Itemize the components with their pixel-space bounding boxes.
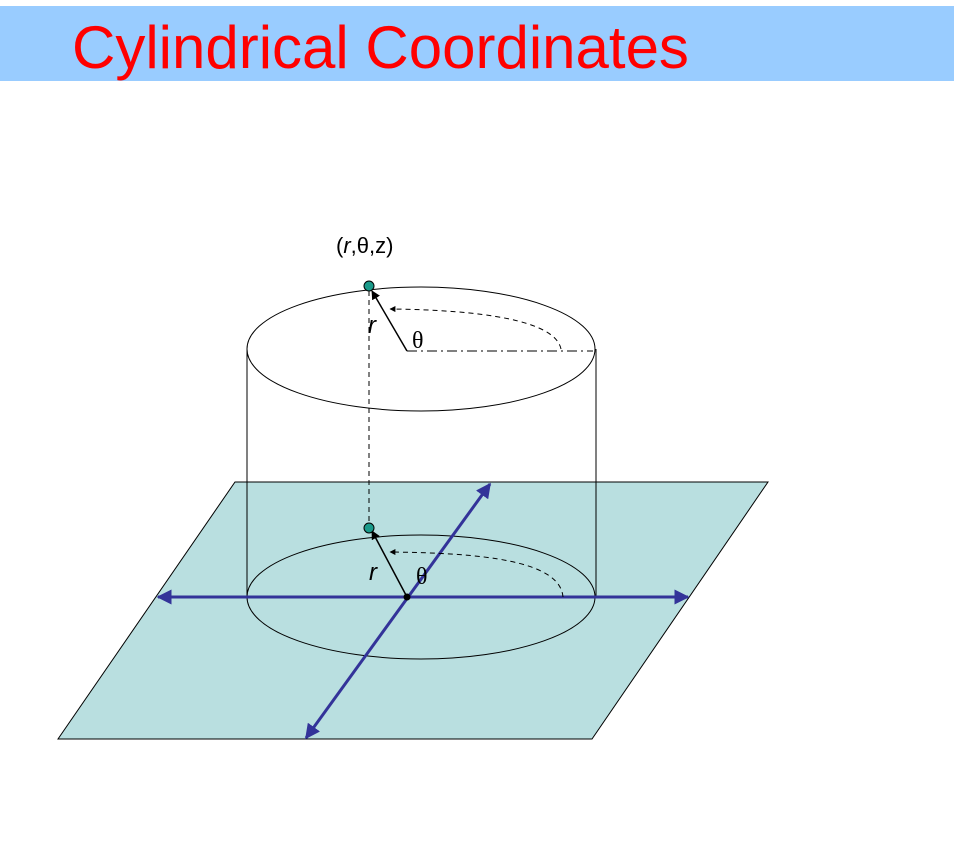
cylinder-top-ellipse bbox=[246, 286, 596, 412]
top-r-vector bbox=[371, 290, 408, 352]
top-r-label: r bbox=[368, 312, 377, 339]
bottom-theta-arc bbox=[389, 549, 564, 598]
bottom-theta-label: θ bbox=[416, 564, 428, 590]
bottom-r-label: r bbox=[369, 559, 378, 586]
top-theta-label: θ bbox=[412, 328, 424, 354]
y-axis bbox=[304, 482, 492, 740]
bottom-r-vector bbox=[371, 530, 408, 598]
slide-title: Cylindrical Coordinates bbox=[72, 14, 689, 81]
point-label: (r,θ,z) bbox=[336, 233, 393, 258]
bottom-point bbox=[363, 522, 375, 534]
xy-plane bbox=[57, 481, 769, 740]
title-bar: Cylindrical Coordinates bbox=[0, 6, 954, 81]
top-point bbox=[363, 280, 375, 292]
top-theta-arc bbox=[389, 306, 562, 350]
